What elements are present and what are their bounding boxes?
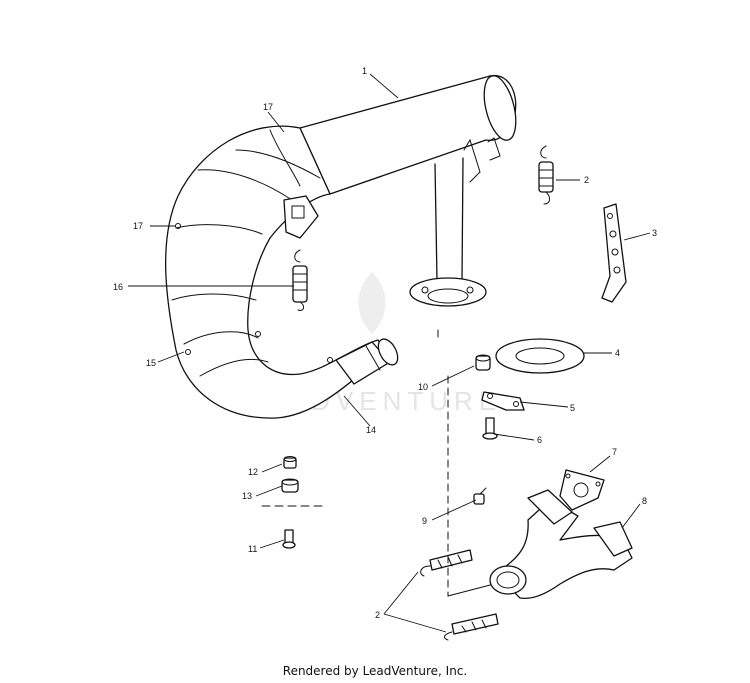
bolt-part-11 (282, 529, 296, 549)
callout-4: 4 (615, 348, 620, 358)
callout-1: 1 (362, 66, 367, 76)
callout-3: 3 (652, 228, 657, 238)
bracket-part-3 (601, 203, 627, 303)
callout-17-top: 17 (263, 102, 273, 112)
flange-gasket-part-7 (559, 469, 605, 511)
washer-part-13 (281, 478, 299, 493)
callout-5: 5 (570, 403, 575, 413)
spring-part-2-top (538, 145, 554, 205)
callout-6: 6 (537, 435, 542, 445)
callout-10: 10 (418, 382, 428, 392)
footer-credit: Rendered by LeadVenture, Inc. (282, 664, 468, 678)
callout-8: 8 (642, 496, 647, 506)
callouts: 1 2 2 3 4 5 6 7 8 9 10 11 12 13 14 15 16… (113, 66, 657, 620)
manifold-part-8 (489, 489, 633, 600)
stud-part-9 (473, 487, 487, 505)
spring-part-16 (292, 249, 308, 311)
spring-part-2-middle (420, 549, 473, 577)
callout-16: 16 (113, 282, 123, 292)
callout-13: 13 (242, 491, 252, 501)
watermark-flame-icon (358, 272, 386, 334)
assembly-line (437, 329, 449, 597)
bracket-part-5 (481, 391, 525, 411)
exhaust-pipe (164, 125, 399, 419)
nut-part-12 (283, 456, 297, 469)
callout-7: 7 (612, 447, 617, 457)
gasket-part-4 (495, 338, 585, 374)
assembly-line-bottom (447, 583, 495, 597)
callout-2-bottom: 2 (375, 610, 380, 620)
callout-2-top: 2 (584, 175, 589, 185)
muffler-body (299, 75, 517, 307)
callout-9: 9 (422, 516, 427, 526)
callout-17-left: 17 (133, 221, 143, 231)
callout-12: 12 (248, 467, 258, 477)
spring-part-2-bottom (444, 613, 499, 641)
callout-14: 14 (366, 425, 376, 435)
leader-lines (128, 73, 651, 633)
bolt-part-6 (482, 417, 498, 440)
callout-11: 11 (248, 544, 257, 554)
callout-15: 15 (146, 358, 156, 368)
bushing-part-10 (475, 354, 491, 371)
